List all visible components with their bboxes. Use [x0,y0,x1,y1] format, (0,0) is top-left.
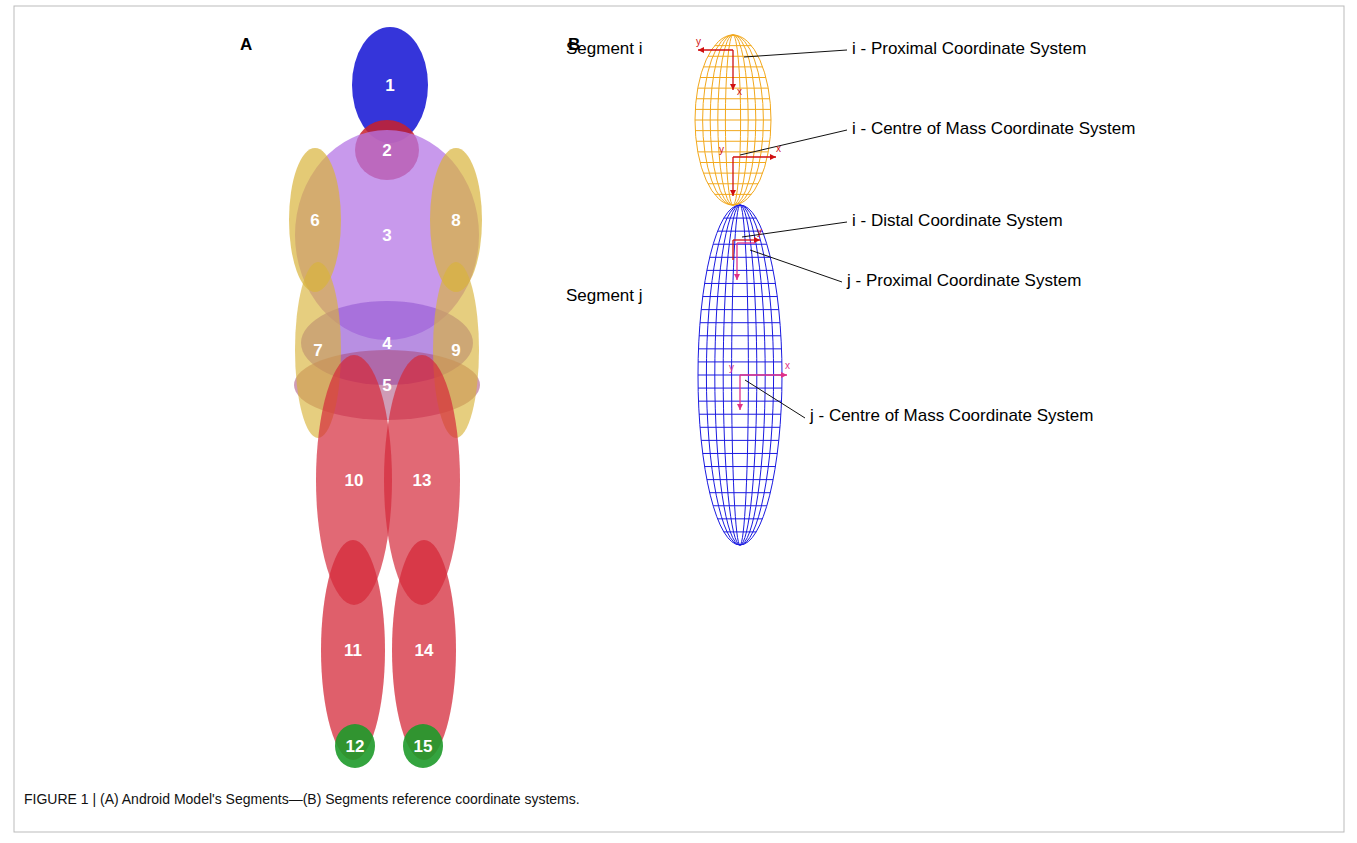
segment-number: 1 [385,77,394,94]
axis-letter: x [737,86,742,97]
segment-number: 6 [310,212,319,229]
segment-number: 15 [414,738,433,755]
panel-letter: A [240,36,252,55]
segment-number: 3 [382,227,391,244]
axis-letter: y [719,144,724,155]
coordinate-axes [698,47,787,410]
segment-number: 12 [346,738,365,755]
callout-label: j - Proximal Coordinate System [847,272,1081,291]
axis-letter: y [729,362,734,373]
segment-name: Segment j [566,287,643,306]
segment-number: 10 [345,472,364,489]
segment-number: 7 [313,342,322,359]
segment-number: 5 [382,377,391,394]
segment-number: 2 [382,142,391,159]
body-segment: 15 [403,724,443,768]
segment-number: 14 [415,642,434,659]
segment-name: Segment i [566,40,643,59]
wireframe-segments [695,35,782,545]
axis-letter: y [757,226,762,237]
body-segment: 12 [335,724,375,768]
axis-letter: y [696,36,701,47]
axis-letter: x [785,360,790,371]
segment-number: 8 [451,212,460,229]
leader-lines [740,50,847,418]
segment-number: 9 [451,342,460,359]
axis-letter: x [776,143,781,154]
callout-label: i - Distal Coordinate System [852,212,1063,231]
figure-frame [14,6,1344,832]
figure-caption: FIGURE 1 | (A) Android Model's Segments—… [24,791,580,807]
segment-number: 11 [344,642,362,659]
callout-label: i - Centre of Mass Coordinate System [852,120,1135,139]
callout-label: j - Centre of Mass Coordinate System [810,407,1093,426]
segment-number: 13 [413,472,432,489]
callout-label: i - Proximal Coordinate System [852,40,1086,59]
segment-number: 4 [382,335,391,352]
